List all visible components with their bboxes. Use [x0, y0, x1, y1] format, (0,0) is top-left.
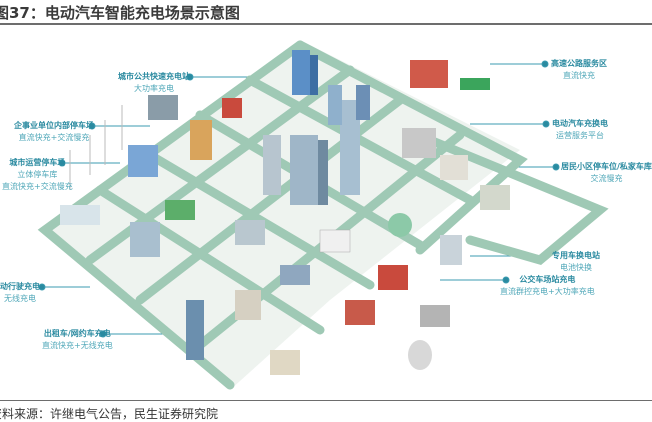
label-battery-swap-station: 专用车换电站电池快换: [552, 251, 600, 272]
source-divider: [0, 400, 652, 401]
ground: [40, 40, 520, 390]
roads: [37, 40, 609, 390]
label-taxi-charging: 出租车/网约车充电直流快充+无线充电: [42, 329, 113, 350]
title-divider: [0, 23, 652, 25]
leader-lines: [38, 60, 560, 338]
smart-charging-city-illustration: [37, 40, 609, 390]
label-highway-service-area: 高速公路服务区直流快充: [551, 59, 607, 80]
label-city-operation-parking: 城市运营停车场立体停车库直流快充+交流慢充: [2, 158, 73, 191]
label-residential-parking: 居民小区停车位/私家车库交流慢充: [561, 162, 652, 183]
label-dynamic-charging: 动行驶充电无线充电: [0, 282, 40, 303]
source-note: 资料来源：许继电气公告，民生证券研究院: [0, 407, 219, 421]
buildings: [60, 50, 510, 375]
label-public-fast-charging-station: 城市公共快速充电站大功率充电: [118, 72, 190, 93]
label-enterprise-parking: 企事业单位内部停车场直流快充+交流慢充: [14, 121, 94, 142]
figure-title: 图37：电动汽车智能充电场景示意图: [0, 4, 240, 22]
label-bus-depot-charging: 公交车场站充电直流群控充电+大功率充电: [500, 275, 595, 296]
label-operation-platform: 电动汽车充换电运营服务平台: [552, 119, 608, 140]
wind-turbines: [69, 105, 123, 190]
